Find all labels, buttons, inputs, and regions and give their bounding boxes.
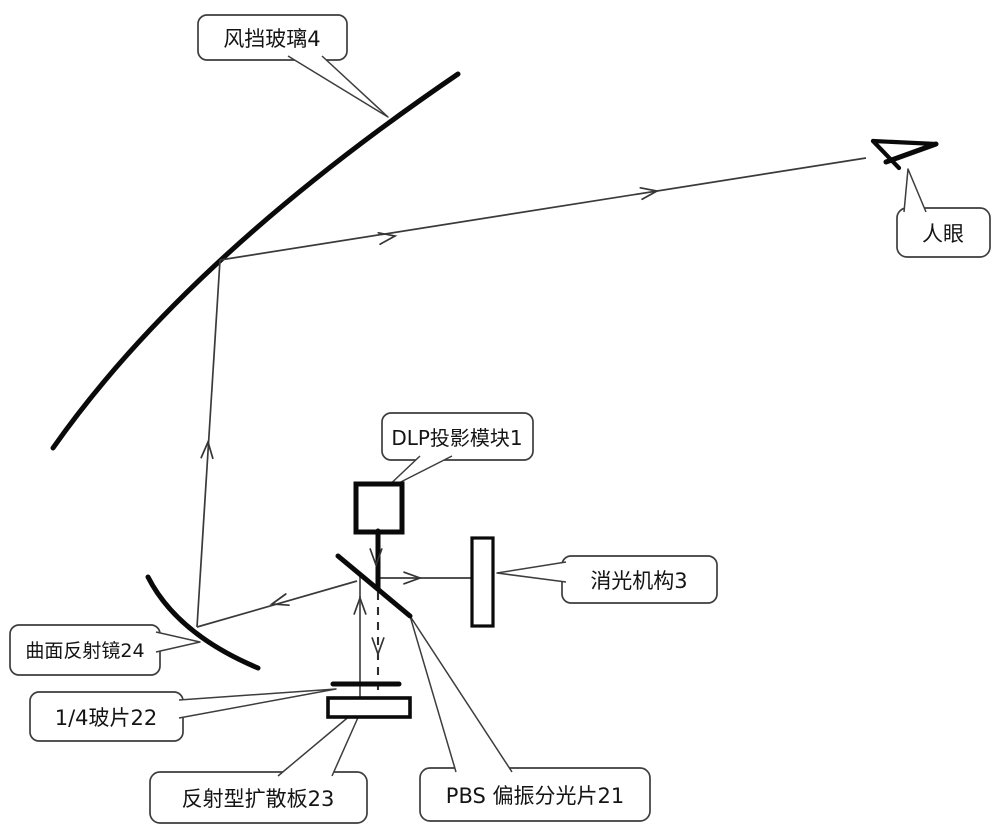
- arrowhead-to-eye-1: [377, 231, 398, 246]
- callout-dlp-module-label: DLP投影模块1: [391, 426, 522, 450]
- callout-human-eye-tail: [903, 168, 927, 213]
- diffuser-plate: [326, 696, 412, 719]
- arrowhead-up-to-windshield: [200, 439, 214, 460]
- callout-extinction: 消光机构3: [496, 555, 718, 604]
- callout-windshield: 风挡玻璃4: [197, 14, 389, 118]
- callout-extinction-tail: [496, 561, 567, 583]
- callout-curved-mirror: 曲面反射镜24: [9, 624, 201, 676]
- callout-reflective-diffuser-label: 反射型扩散板23: [182, 787, 335, 811]
- callout-quarter-wave-plate: 1/4玻片22: [29, 688, 337, 742]
- callout-windshield-tail: [287, 55, 389, 118]
- callout-quarter-wave-plate-label: 1/4玻片22: [55, 706, 158, 730]
- callout-dlp-module: DLP投影模块1: [381, 412, 534, 492]
- callout-curved-mirror-label: 曲面反射镜24: [25, 640, 144, 662]
- arrowhead-dlp-down: [369, 548, 383, 568]
- pbs-splitter-plate: [335, 553, 413, 619]
- windshield-curve: [50, 71, 461, 451]
- ray-windshield-to-eye: [219, 157, 867, 261]
- callout-human-eye: 人眼: [896, 168, 991, 258]
- arrowhead-dashed-down: [371, 637, 385, 657]
- callout-pbs-splitter-box: [419, 767, 651, 822]
- callout-pbs-splitter: PBS 偏振分光片21: [409, 615, 651, 822]
- callout-pbs-splitter-label: PBS 偏振分光片21: [446, 784, 624, 808]
- dlp-projector-box: [353, 481, 405, 535]
- arrowhead-to-eye-2: [639, 186, 660, 201]
- callout-dlp-module-box: [381, 412, 534, 461]
- eye-icon: [870, 138, 939, 171]
- curved-mirror-arc: [145, 574, 261, 671]
- callout-pbs-splitter-tail: [409, 615, 513, 773]
- callout-quarter-wave-plate-tail: [178, 688, 337, 719]
- callout-human-eye-box: [896, 207, 991, 258]
- callout-human-eye-label: 人眼: [922, 222, 964, 246]
- callout-windshield-label: 风挡玻璃4: [223, 27, 320, 51]
- extinction-plate: [470, 536, 495, 628]
- arrowhead-return-up: [353, 595, 367, 615]
- callout-reflective-diffuser-box: [149, 771, 368, 824]
- arrowhead-to-extinction: [403, 571, 423, 585]
- callout-curved-mirror-tail: [155, 631, 201, 653]
- arrowhead-to-mirror: [269, 593, 290, 607]
- callout-extinction-label: 消光机构3: [590, 569, 687, 593]
- callout-windshield-box: [197, 14, 348, 61]
